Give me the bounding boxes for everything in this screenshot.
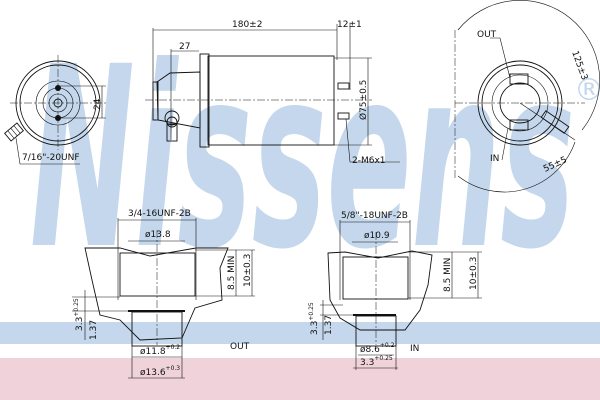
- in-width-dim: 3.3+0.25: [360, 355, 393, 368]
- out-groove-dim: 3.3+0.25: [73, 298, 85, 331]
- left-end-view: 24 7/16"-20UNF: [4, 55, 108, 165]
- detail-out-port: 3/4-16UNF-2B ø13.8 8.5 MIN 10±0.3 3.3+0.…: [72, 209, 255, 379]
- out-depth-min: 8.5 MIN: [227, 256, 237, 290]
- in-step-dim: 1.37: [324, 315, 334, 335]
- in-inner-dim: ø8.6+0.2: [360, 342, 395, 355]
- out-outer-dim: ø13.6+0.3: [140, 365, 180, 378]
- out-thread-label: 3/4-16UNF-2B: [128, 209, 191, 219]
- thread-7-16-label: 7/16"-20UNF: [22, 153, 80, 163]
- in-depth-min: 8.5 MIN: [443, 258, 453, 292]
- out-bore-label: ø13.8: [145, 230, 171, 240]
- out-detail-label: OUT: [230, 342, 250, 352]
- in-bore-label: ø10.9: [364, 231, 390, 241]
- dim-24: 24: [93, 98, 103, 110]
- svg-text:Nissens: Nissens: [30, 13, 575, 304]
- in-groove-dim: 3.3+0.25: [308, 302, 320, 335]
- dim-cap-length: 27: [179, 42, 190, 52]
- dim-length: 180±2: [232, 20, 262, 30]
- out-depth: 10±0.3: [243, 254, 253, 287]
- in-depth: 10±0.3: [469, 257, 479, 290]
- registered-mark: ®: [574, 73, 600, 108]
- brand-watermark: Nissens ®: [30, 13, 600, 304]
- dim-stud-length: 12±1: [337, 20, 362, 30]
- blue-band: [0, 322, 600, 344]
- pink-band: [0, 358, 600, 400]
- in-label: IN: [490, 154, 499, 164]
- detail-in-port: 5/8"-18UNF-2B ø10.9 8.5 MIN 10±0.3 3.3+0…: [308, 211, 482, 370]
- out-inner-dim: ø11.8+0.2: [140, 344, 180, 357]
- out-label: OUT: [477, 30, 497, 40]
- side-view: 180±2 12±1 27 Ø75±0.5 2-M6x1: [145, 20, 400, 166]
- out-step-dim: 1.37: [89, 320, 99, 340]
- studs-label: 2-M6x1: [352, 156, 386, 166]
- dim-diameter: Ø75±0.5: [358, 80, 369, 120]
- in-thread-label: 5/8"-18UNF-2B: [341, 211, 408, 221]
- in-detail-label: IN: [410, 344, 419, 354]
